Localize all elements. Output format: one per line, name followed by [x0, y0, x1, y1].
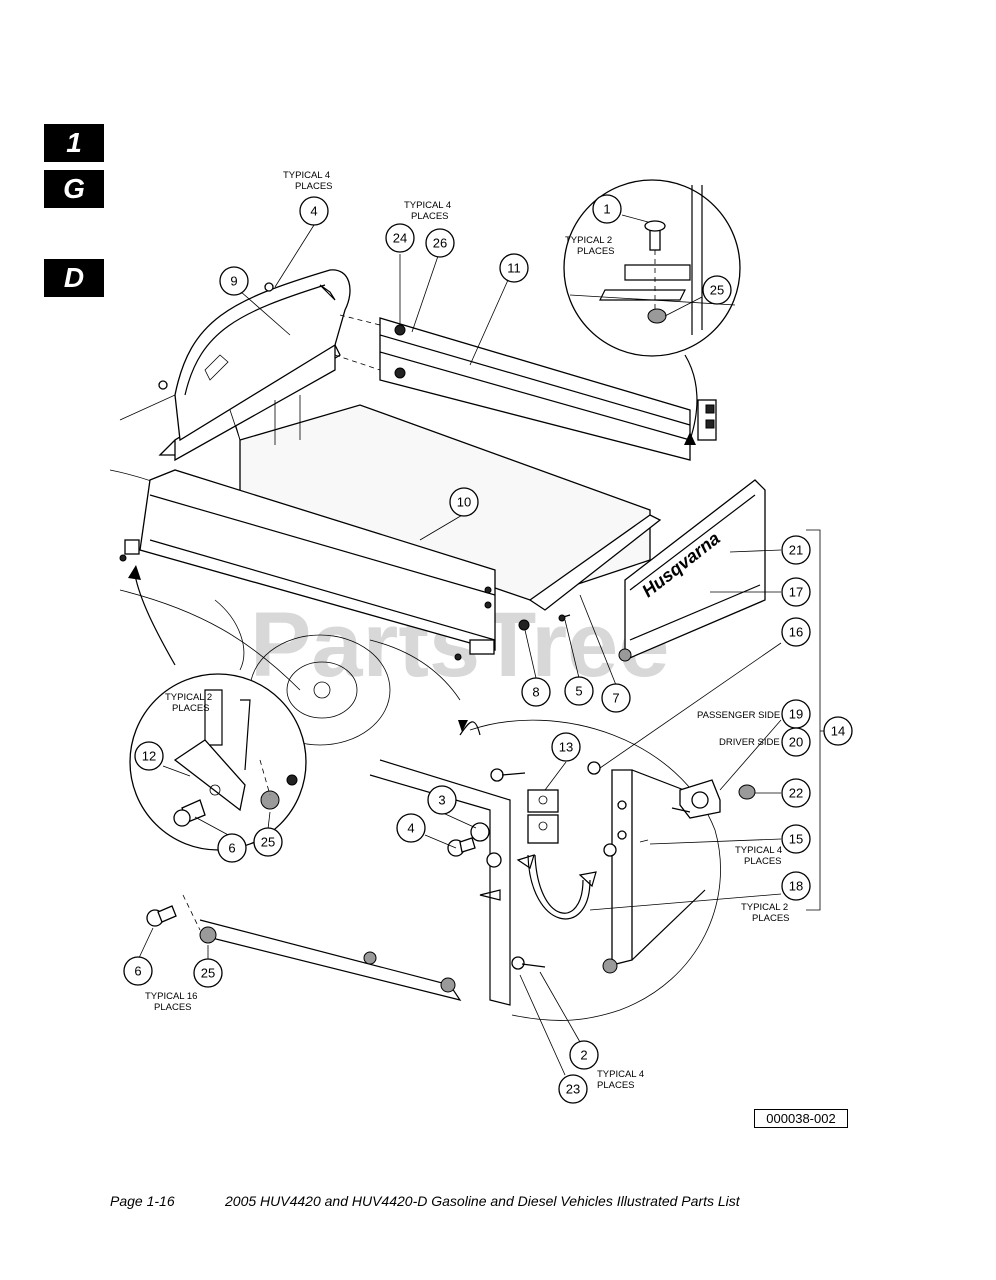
svg-text:1: 1 — [603, 202, 610, 217]
svg-text:19: 19 — [789, 707, 803, 722]
note-typical4-c-line1: TYPICAL 4 — [597, 1069, 644, 1080]
svg-text:8: 8 — [532, 685, 539, 700]
svg-text:6: 6 — [134, 964, 141, 979]
svg-text:11: 11 — [507, 261, 521, 276]
callout-20[interactable]: 20 — [781, 727, 811, 757]
rear-wall[interactable] — [334, 314, 717, 461]
callouts: 4 24 26 9 11 1 25 10 21 17 16 8 5 7 19 2… — [123, 194, 853, 1104]
inset-top-right — [563, 179, 741, 445]
callout-14[interactable]: 14 — [823, 716, 853, 746]
svg-text:5: 5 — [575, 684, 582, 699]
svg-text:25: 25 — [710, 283, 724, 298]
callout-13[interactable]: 13 — [551, 732, 581, 762]
note-typical16-line1: TYPICAL 16 — [145, 991, 197, 1002]
callout-6a[interactable]: 6 — [217, 833, 247, 863]
svg-text:22: 22 — [789, 786, 803, 801]
inset-bottom-right — [199, 719, 756, 1021]
loose-fasteners — [146, 282, 476, 944]
svg-text:25: 25 — [201, 966, 215, 981]
svg-text:16: 16 — [789, 625, 803, 640]
svg-text:23: 23 — [566, 1082, 580, 1097]
section-tab-g[interactable]: G — [44, 170, 104, 208]
callout-24[interactable]: 24 — [385, 223, 415, 253]
callout-11[interactable]: 11 — [499, 253, 529, 283]
callout-19[interactable]: 19 — [781, 699, 811, 729]
note-typical4-d-line1: TYPICAL 4 — [735, 845, 782, 856]
callout-8[interactable]: 8 — [521, 677, 551, 707]
notes: TYPICAL 4 PLACES TYPICAL 4 PLACES TYPICA… — [145, 170, 790, 1091]
callout-17[interactable]: 17 — [781, 577, 811, 607]
footer-page-number: Page 1-16 — [110, 1193, 175, 1209]
callout-26[interactable]: 26 — [425, 228, 455, 258]
note-typical2-top-line1: TYPICAL 2 — [565, 235, 612, 246]
svg-text:4: 4 — [407, 821, 414, 836]
callout-4b[interactable]: 4 — [396, 813, 426, 843]
front-panel[interactable] — [158, 269, 351, 462]
svg-text:10: 10 — [457, 495, 471, 510]
callout-2[interactable]: 2 — [569, 1040, 599, 1070]
side-panel[interactable] — [119, 469, 496, 661]
inset-left — [128, 565, 307, 851]
note-typical2-e-line2: PLACES — [752, 913, 790, 924]
callout-6b[interactable]: 6 — [123, 956, 153, 986]
note-typical2-e-line1: TYPICAL 2 — [741, 902, 788, 913]
callout-25c[interactable]: 25 — [193, 958, 223, 988]
callout-7[interactable]: 7 — [601, 683, 631, 713]
svg-text:25: 25 — [261, 835, 275, 850]
tailgate[interactable]: Husqvarna — [618, 479, 766, 662]
note-typical2-left-line2: PLACES — [172, 703, 210, 714]
callout-3[interactable]: 3 — [427, 785, 457, 815]
callout-16[interactable]: 16 — [781, 617, 811, 647]
svg-text:26: 26 — [433, 236, 447, 251]
drawing-number: 000038-002 — [754, 1109, 848, 1128]
svg-text:21: 21 — [789, 543, 803, 558]
callout-22[interactable]: 22 — [781, 778, 811, 808]
callout-15[interactable]: 15 — [781, 824, 811, 854]
note-typical4-a-line2: PLACES — [295, 181, 333, 192]
callout-25b[interactable]: 25 — [253, 827, 283, 857]
callout-25a[interactable]: 25 — [702, 275, 732, 305]
callout-4a[interactable]: 4 — [299, 196, 329, 226]
svg-text:20: 20 — [789, 735, 803, 750]
callout-9[interactable]: 9 — [219, 266, 249, 296]
note-typical2-left-line1: TYPICAL 2 — [165, 692, 212, 703]
callout-18[interactable]: 18 — [781, 871, 811, 901]
callout-23[interactable]: 23 — [558, 1074, 588, 1104]
section-tab-d[interactable]: D — [44, 259, 104, 297]
svg-text:2: 2 — [580, 1048, 587, 1063]
rail-strip[interactable] — [518, 514, 662, 631]
callout-5[interactable]: 5 — [564, 676, 594, 706]
note-typical4-c-line2: PLACES — [597, 1080, 635, 1091]
svg-text:18: 18 — [789, 879, 803, 894]
note-typical4-d-line2: PLACES — [744, 856, 782, 867]
callout-12[interactable]: 12 — [134, 741, 164, 771]
note-typical4-b-line2: PLACES — [411, 211, 449, 222]
svg-text:9: 9 — [230, 274, 237, 289]
section-tab-1[interactable]: 1 — [44, 124, 104, 162]
svg-text:3: 3 — [438, 793, 445, 808]
note-typical4-b-line1: TYPICAL 4 — [404, 200, 451, 211]
callout-1[interactable]: 1 — [592, 194, 622, 224]
note-typical2-top-line2: PLACES — [577, 246, 615, 257]
callout-10[interactable]: 10 — [449, 487, 479, 517]
svg-text:4: 4 — [310, 204, 317, 219]
footer-document-title: 2005 HUV4420 and HUV4420-D Gasoline and … — [225, 1193, 740, 1209]
leader-lines — [137, 214, 825, 1076]
note-typical4-a-line1: TYPICAL 4 — [283, 170, 330, 181]
svg-text:17: 17 — [789, 585, 803, 600]
svg-text:14: 14 — [831, 724, 845, 739]
svg-text:12: 12 — [142, 749, 156, 764]
note-driver-side: DRIVER SIDE — [719, 737, 780, 748]
svg-text:13: 13 — [559, 740, 573, 755]
svg-text:15: 15 — [789, 832, 803, 847]
svg-text:6: 6 — [228, 841, 235, 856]
svg-text:24: 24 — [393, 231, 407, 246]
note-passenger-side: PASSENGER SIDE — [697, 710, 780, 721]
callout-21[interactable]: 21 — [781, 535, 811, 565]
svg-text:7: 7 — [612, 691, 619, 706]
note-typical16-line2: PLACES — [154, 1002, 192, 1013]
